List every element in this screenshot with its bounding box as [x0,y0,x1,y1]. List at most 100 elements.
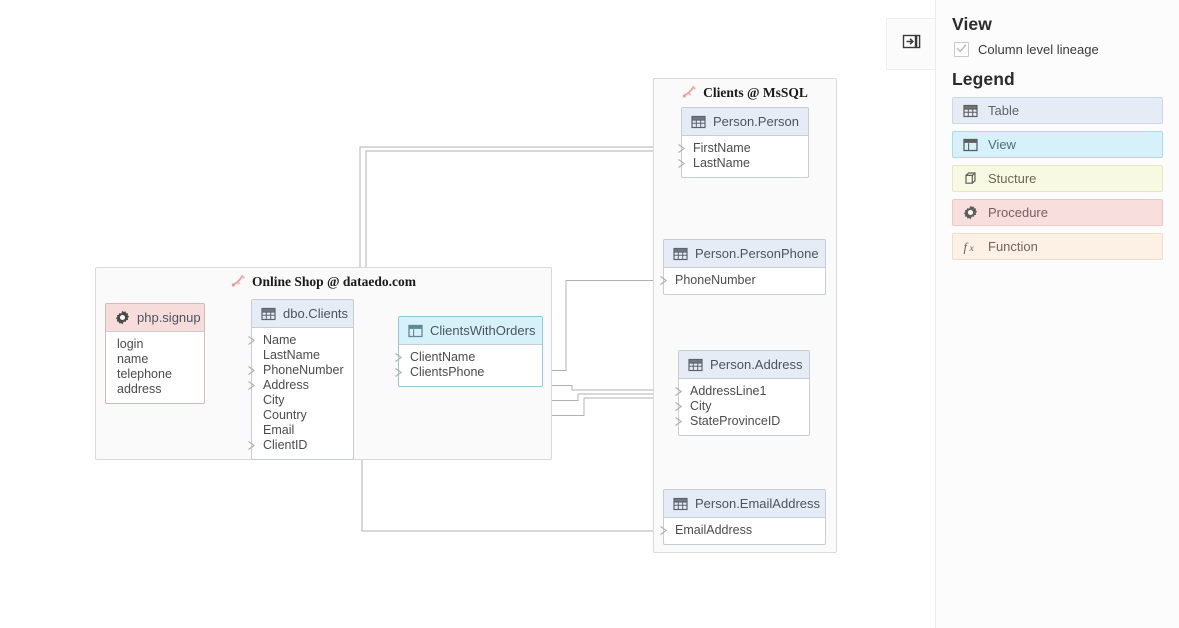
column-input-arrow-icon [247,335,258,346]
dataedo-icon [682,85,698,99]
node-header[interactable]: Person.Person [682,108,808,136]
legend-item-label: Table [988,103,1020,118]
column-row[interactable]: Email [252,423,353,438]
table-icon-wrap [673,247,688,261]
column-name: name [117,352,149,366]
column-row[interactable]: City [675,399,809,414]
procedure-icon [115,310,130,325]
column-row[interactable]: City [252,393,353,408]
column-input-arrow-icon [247,380,258,391]
node-name: ClientsWithOrders [430,323,536,338]
legend-item-table[interactable]: Table [952,97,1163,124]
view-icon-wrap [408,324,423,338]
node-columns: PhoneNumber [660,268,825,294]
column-level-lineage-label: Column level lineage [978,42,1099,57]
column-name: PhoneNumber [675,273,756,287]
column-row[interactable]: AddressLine1 [675,384,809,399]
column-row[interactable]: LastName [678,156,808,171]
column-row[interactable]: ClientName [395,350,542,365]
column-name: LastName [693,156,750,170]
column-input-arrow-icon [394,367,405,378]
column-row[interactable]: Address [248,378,353,393]
column-input-arrow-icon [674,401,685,412]
column-row[interactable]: PhoneNumber [660,273,825,288]
column-name: Country [263,408,307,422]
column-row[interactable]: login [106,337,204,352]
node-header[interactable]: Person.EmailAddress [664,490,825,518]
view-heading: View [952,14,992,34]
node-header[interactable]: Person.Address [679,351,809,379]
column-row[interactable]: LastName [252,348,353,363]
node-header[interactable]: dbo.Clients [252,300,353,328]
table-icon [261,307,276,321]
collapse-panel-button[interactable] [886,18,935,70]
column-row[interactable]: Name [248,333,353,348]
column-row[interactable]: PhoneNumber [248,363,353,378]
legend-item-label: View [988,137,1016,152]
column-input-arrow-icon [247,365,258,376]
column-name: FirstName [693,141,751,155]
node-header[interactable]: php.signup [106,304,204,332]
node-name: dbo.Clients [283,306,349,321]
collapse-panel-icon [902,32,921,56]
table-icon-wrap [261,307,276,321]
column-input-arrow-icon [659,275,670,286]
column-row[interactable]: StateProvinceID [675,414,809,429]
node-header[interactable]: ClientsWithOrders [399,317,542,345]
column-name: PhoneNumber [263,363,344,377]
node-header[interactable]: Person.PersonPhone [664,240,825,268]
column-name: address [117,382,162,396]
column-name: ClientName [410,350,476,364]
column-input-arrow-icon [394,352,405,363]
column-name: Email [263,423,295,437]
column-name: ClientsPhone [410,365,485,379]
db-container-title: Online Shop @ dataedo.com [96,274,551,290]
procedure-icon-wrap [115,310,130,325]
legend-item-view[interactable]: View [952,131,1163,158]
column-row[interactable]: EmailAddress [660,523,825,538]
column-row[interactable]: telephone [106,367,204,382]
procedure-icon-wrap [963,205,980,220]
column-row[interactable]: Country [252,408,353,423]
legend-item-label: Function [988,239,1038,254]
procedure-icon [963,205,978,220]
column-row[interactable]: FirstName [678,141,808,156]
column-input-arrow-icon [247,440,258,451]
table-icon-wrap [688,358,703,372]
table-icon [691,115,706,129]
column-row[interactable]: address [106,382,204,397]
column-name: ClientID [263,438,308,452]
table-icon-wrap [691,115,706,129]
legend-item-stucture[interactable]: Stucture [952,165,1163,192]
legend-heading: Legend [952,69,1015,89]
column-name: City [690,399,712,413]
column-name: StateProvinceID [690,414,781,428]
node-name: Person.PersonPhone [695,246,819,261]
view-icon [408,324,423,338]
legend-item-procedure[interactable]: Procedure [952,199,1163,226]
column-row[interactable]: name [106,352,204,367]
structure-icon-wrap [963,171,980,186]
column-level-lineage-row[interactable]: Column level lineage [954,42,1163,57]
column-row[interactable]: ClientsPhone [395,365,542,380]
column-level-lineage-checkbox[interactable] [954,42,969,57]
column-row[interactable]: ClientID [248,438,353,453]
legend-item-label: Stucture [988,171,1037,186]
column-input-arrow-icon [674,386,685,397]
node-name: Person.EmailAddress [695,496,820,511]
